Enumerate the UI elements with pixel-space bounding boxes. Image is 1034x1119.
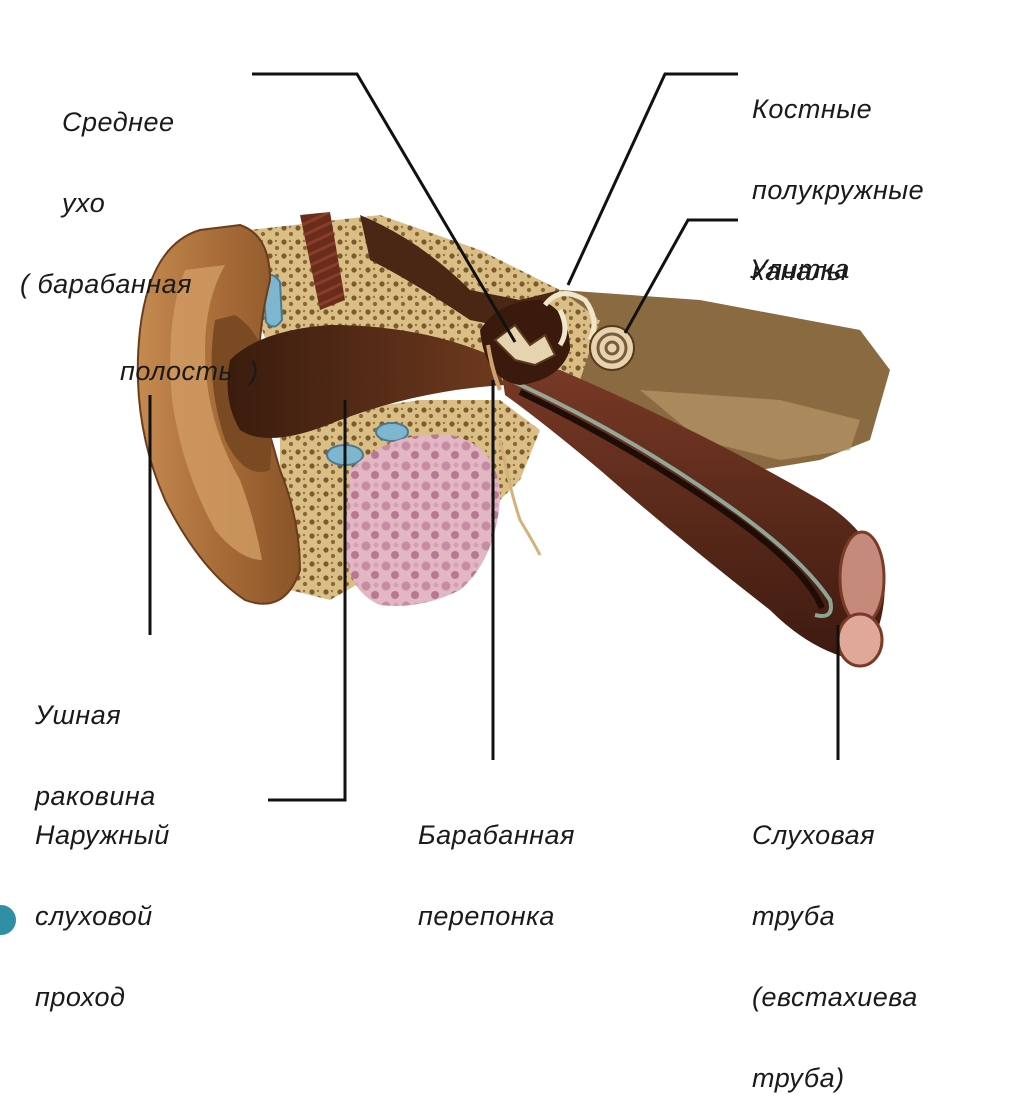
label-line: полукружные [752, 177, 924, 204]
label-line: полость ) [20, 358, 259, 385]
label-cochlea: Улитка [750, 202, 850, 310]
label-line: Улитка [750, 256, 850, 283]
label-line: (евстахиева [752, 984, 918, 1011]
tube-end-upper [840, 532, 884, 624]
label-line: проход [35, 984, 170, 1011]
label-line: Костные [752, 96, 924, 123]
leader-semicircular [568, 74, 738, 285]
label-middle-ear: Среднее ухо ( барабанная полость ) [20, 55, 259, 412]
label-eustachian-tube: Слуховая труба (евстахиева труба) [752, 768, 918, 1119]
cochlea [590, 326, 634, 370]
tube-end-lower [838, 614, 882, 666]
label-line: Слуховая [752, 822, 918, 849]
parotid-gland [345, 434, 500, 606]
label-line: Среднее [20, 109, 259, 136]
label-line: Барабанная [418, 822, 575, 849]
label-line: Наружный [35, 822, 170, 849]
label-line: Ушная [35, 702, 156, 729]
label-line: труба) [752, 1065, 918, 1092]
label-external-canal: Наружный слуховой проход [35, 768, 170, 1038]
blue-vessel-4 [376, 423, 408, 441]
label-eardrum: Барабанная перепонка [418, 768, 575, 957]
label-line: ухо [20, 190, 259, 217]
label-line: ( барабанная [20, 271, 259, 298]
